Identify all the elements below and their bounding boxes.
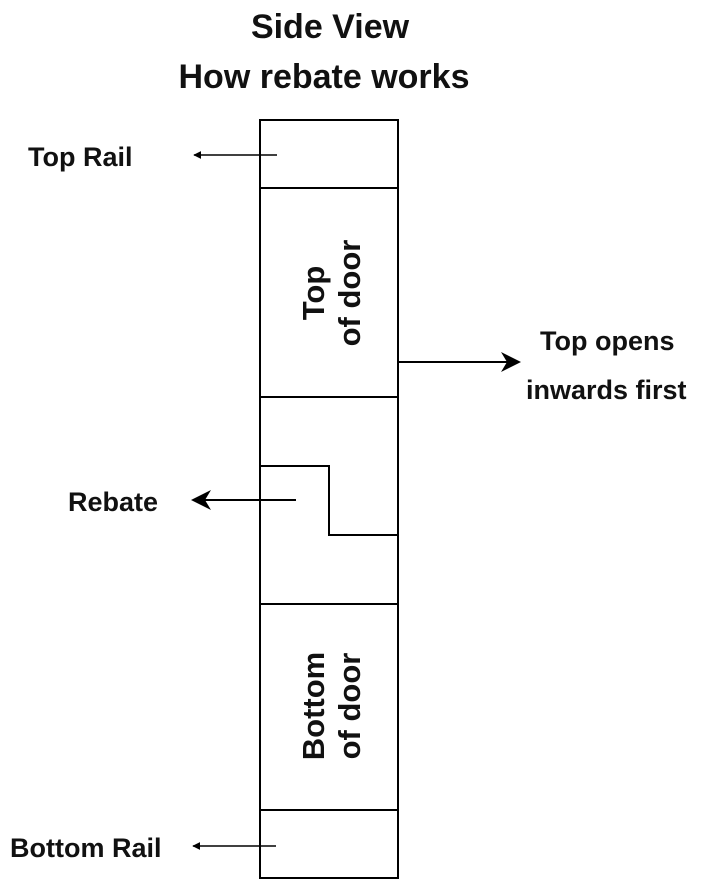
top-opens-label-line2: inwards first xyxy=(526,375,687,405)
top-of-door-label-line1: Top xyxy=(296,266,331,321)
top-rail-label: Top Rail xyxy=(28,142,133,172)
diagram-title-line2: How rebate works xyxy=(179,58,470,96)
diagram-title-line1: Side View xyxy=(251,8,410,46)
top-opens-label-line1: Top opens xyxy=(540,326,675,356)
bottom-of-door-label-line2: of door xyxy=(332,653,367,760)
bottom-rail-label: Bottom Rail xyxy=(10,833,162,863)
bottom-of-door-section: Bottom of door xyxy=(296,652,367,760)
top-of-door-label-line2: of door xyxy=(332,240,367,347)
bottom-of-door-label-line1: Bottom xyxy=(296,652,331,760)
rebate-step-line xyxy=(260,465,398,536)
top-of-door-section: Top of door xyxy=(296,240,367,347)
rebate-label: Rebate xyxy=(68,487,158,517)
